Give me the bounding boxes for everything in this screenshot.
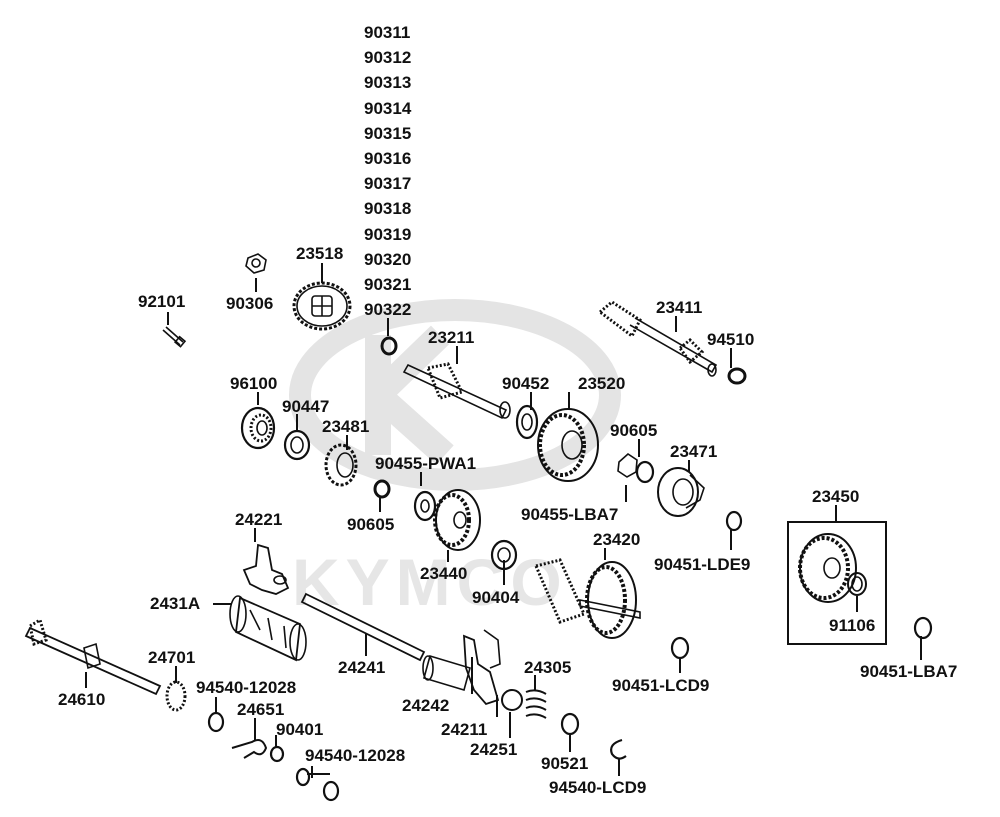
washer-90455-pwa1 <box>413 490 437 522</box>
part-label: 91106 <box>829 616 876 635</box>
washer-90451-lde9 <box>725 510 743 532</box>
part-label: 90447 <box>282 397 330 416</box>
bolt-number-stack: 90311 90312 90313 90314 90315 90316 9031… <box>364 20 411 322</box>
washer-90451-lcd9 <box>670 636 690 660</box>
part-label: 24221 <box>235 510 283 529</box>
bolt-number: 90320 <box>364 249 412 269</box>
gear-23518 <box>292 281 352 331</box>
washer-90451-lba7 <box>913 616 933 640</box>
bolt-number: 90313 <box>364 73 412 93</box>
spring-24305 <box>525 689 547 719</box>
shaft-23411 <box>597 300 718 377</box>
part-label: 90451-LBA7 <box>860 662 958 681</box>
part-label: 90521 <box>541 754 589 773</box>
gear-23471 <box>657 467 705 517</box>
washer-90404 <box>490 539 518 571</box>
part-label: 94540-12028 <box>305 746 406 765</box>
clip-94540-12028-upper <box>207 711 225 733</box>
part-label: 96100 <box>230 374 278 393</box>
leader-lines <box>85 263 922 778</box>
part-label: 23481 <box>322 417 370 436</box>
part-label: 90404 <box>472 588 520 607</box>
gear-23481 <box>324 443 358 487</box>
part-label: 24241 <box>338 658 386 677</box>
part-label: 23518 <box>296 244 344 263</box>
spring-24651 <box>231 739 268 759</box>
washer-90452 <box>515 404 539 440</box>
bolt-number: 90322 <box>364 300 412 320</box>
part-label: 23520 <box>578 374 626 393</box>
bolt-number: 90312 <box>364 48 412 68</box>
part-label: 94540-LCD9 <box>549 778 647 797</box>
part-label: 92101 <box>138 292 186 311</box>
collar-24242 <box>422 654 471 692</box>
part-label: 24242 <box>402 696 450 715</box>
bolt-number: 90319 <box>364 224 412 244</box>
fork-24221 <box>242 543 290 595</box>
part-label: 24211 <box>441 720 488 739</box>
part-label: 23471 <box>670 442 718 461</box>
ring-90605-lower <box>373 479 391 499</box>
part-label: 24251 <box>470 740 518 759</box>
part-label: 24305 <box>524 658 572 677</box>
washer-90521 <box>560 712 580 736</box>
nut-90306 <box>245 253 267 274</box>
shaft-gear-23420 <box>533 558 641 639</box>
washer-90401 <box>269 745 285 763</box>
part-label: 23420 <box>593 530 641 549</box>
part-label: 2431A <box>150 594 201 613</box>
ratchet-24701 <box>165 680 187 712</box>
fork-24211 <box>463 629 501 706</box>
part-label: 94540-12028 <box>196 678 297 697</box>
kymco-watermark-logo <box>289 299 621 491</box>
bolt-number: 90316 <box>364 148 412 168</box>
part-label: 24651 <box>237 700 285 719</box>
drum-2431a <box>229 595 307 662</box>
part-label: 90451-LCD9 <box>612 676 710 695</box>
part-label: 24610 <box>58 690 106 709</box>
washer-90447 <box>283 429 311 461</box>
part-label: 90605 <box>610 421 658 440</box>
part-label: 94510 <box>707 330 755 349</box>
ring-94510 <box>727 367 747 385</box>
bolt-number: 90311 <box>364 23 411 42</box>
gear-23450 <box>798 533 857 603</box>
gear-23520 <box>537 408 599 482</box>
part-label: 90452 <box>502 374 550 393</box>
part-label: 23411 <box>656 298 703 317</box>
part-label: 23211 <box>428 328 475 347</box>
part-label: 90605 <box>347 515 395 534</box>
shaft-23211 <box>402 362 511 420</box>
washer-90322 <box>380 336 398 356</box>
rod-24241 <box>300 592 426 662</box>
bushing-91106 <box>847 572 867 596</box>
washer-24251 <box>501 689 523 711</box>
part-label: 90451-LDE9 <box>654 555 751 574</box>
part-label: 90455-PWA1 <box>375 454 477 473</box>
shaft-24610 <box>24 617 162 696</box>
part-label: 23440 <box>420 564 468 583</box>
bolt-number: 90321 <box>364 274 412 294</box>
part-label: 23450 <box>812 487 860 506</box>
gear-23440 <box>433 489 481 551</box>
part-label: 90401 <box>276 720 324 739</box>
bearing-96100 <box>240 406 276 450</box>
part-label: 24701 <box>148 648 196 667</box>
circlip-94540-lcd9 <box>610 738 627 760</box>
part-label: 90455-LBA7 <box>521 505 619 524</box>
clip-94540-12028-lower <box>295 767 311 787</box>
part-label: 90306 <box>226 294 274 313</box>
pin-92101 <box>162 326 187 348</box>
bolt-number: 90314 <box>364 98 412 118</box>
clip-94540-12028-lower-2 <box>322 780 340 802</box>
bolt-number: 90315 <box>364 123 412 143</box>
lock-90605-upper <box>617 452 638 478</box>
bolt-number: 90318 <box>364 199 412 219</box>
bolt-number: 90317 <box>364 174 412 194</box>
assembly-box-23450 <box>787 521 887 645</box>
